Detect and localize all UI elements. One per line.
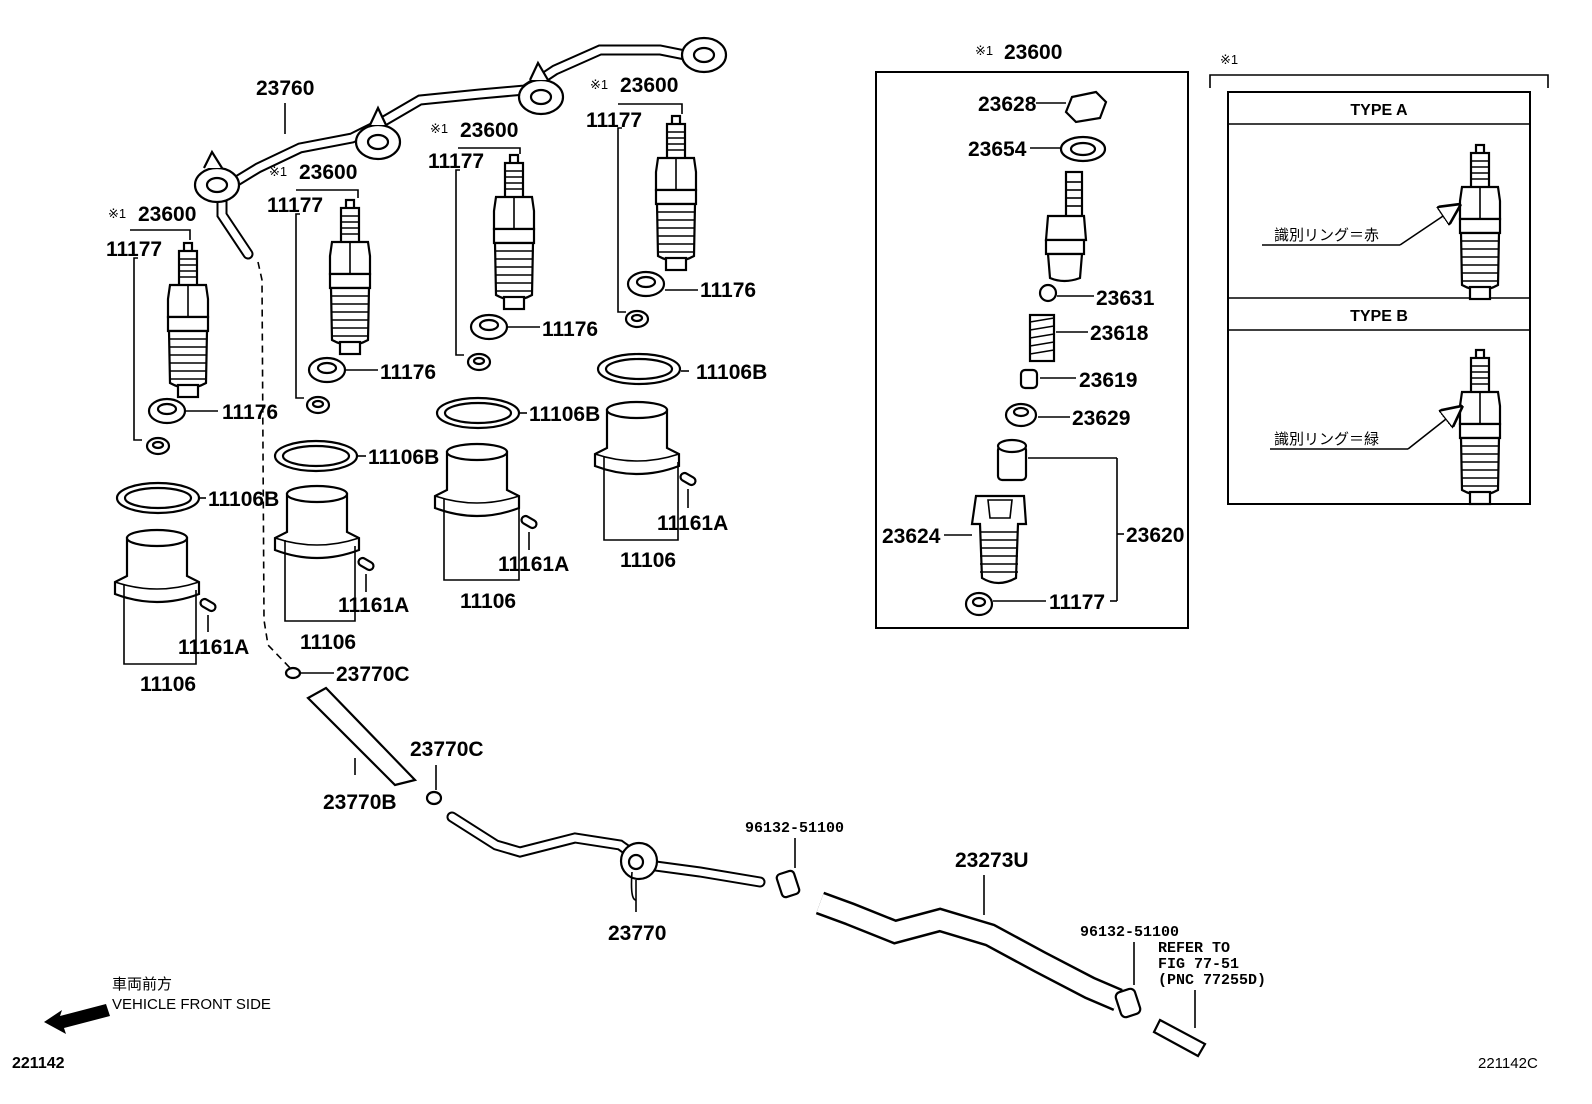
label-11176-2: 11176 bbox=[380, 361, 436, 384]
injector-set-2 bbox=[273, 189, 378, 622]
label-11177-detail: 11177 bbox=[1049, 591, 1105, 614]
type-star: ※1 bbox=[1220, 52, 1238, 67]
label-11106-2: 11106 bbox=[300, 631, 356, 654]
label-11106-1: 11106 bbox=[140, 673, 196, 696]
vehicle-front-arrow-icon bbox=[44, 1004, 110, 1034]
star-marker: ※1 bbox=[269, 164, 287, 179]
front-label-en: VEHICLE FRONT SIDE bbox=[112, 996, 271, 1013]
type-b-note: 識別リング＝緑 bbox=[1274, 431, 1379, 448]
label-11106b-3: 11106B bbox=[529, 403, 600, 426]
leakoff-hoses bbox=[284, 666, 1207, 1058]
star-marker: ※1 bbox=[108, 206, 126, 221]
label-23770c-1: 23770C bbox=[336, 663, 410, 686]
label-23628: 23628 bbox=[978, 93, 1037, 116]
label-23619: 23619 bbox=[1079, 369, 1137, 392]
label-96132-1: 96132-51100 bbox=[745, 820, 844, 837]
label-11176-1: 11176 bbox=[222, 401, 278, 424]
detail-title: 23600 bbox=[1004, 41, 1062, 64]
injector-set-3 bbox=[433, 147, 540, 581]
label-23760: 23760 bbox=[256, 77, 314, 100]
injector-set-1 bbox=[113, 229, 219, 665]
figure-code-left: 221142 bbox=[12, 1055, 65, 1072]
detail-exploded-parts bbox=[944, 90, 1124, 617]
label-23629: 23629 bbox=[1072, 407, 1130, 430]
label-23618: 23618 bbox=[1090, 322, 1149, 345]
label-11161a-2: 11161A bbox=[338, 594, 409, 617]
type-a-heading: TYPE A bbox=[1350, 102, 1408, 119]
label-23600-3: 23600 bbox=[460, 119, 518, 142]
label-23620: 23620 bbox=[1126, 524, 1184, 547]
refer-line-3: (PNC 77255D) bbox=[1158, 972, 1266, 989]
type-a-note: 識別リング＝赤 bbox=[1274, 227, 1379, 244]
detail-star: ※1 bbox=[975, 43, 993, 58]
refer-line-1: REFER TO bbox=[1158, 940, 1230, 957]
label-23600-2: 23600 bbox=[299, 161, 357, 184]
label-11106b-4: 11106B bbox=[696, 361, 767, 384]
label-23770b: 23770B bbox=[323, 791, 397, 814]
type-a-injector bbox=[1262, 143, 1502, 301]
label-11177-4: 11177 bbox=[586, 109, 642, 132]
label-11177-2: 11177 bbox=[267, 194, 323, 217]
detail-box bbox=[875, 71, 1189, 629]
label-11106b-1: 11106B bbox=[208, 488, 279, 511]
label-23770: 23770 bbox=[608, 922, 666, 945]
injection-pipe-23760 bbox=[193, 36, 728, 671]
label-23770c-2: 23770C bbox=[410, 738, 484, 761]
refer-line-2: FIG 77-51 bbox=[1158, 956, 1239, 973]
label-11176-4: 11176 bbox=[700, 279, 756, 302]
type-b-heading: TYPE B bbox=[1350, 308, 1408, 325]
star-marker: ※1 bbox=[430, 121, 448, 136]
label-11176-3: 11176 bbox=[542, 318, 598, 341]
injector-set-4 bbox=[593, 103, 699, 541]
figure-code-right: 221142C bbox=[1478, 1055, 1538, 1072]
label-11106b-2: 11106B bbox=[368, 446, 439, 469]
label-11106-4: 11106 bbox=[620, 549, 676, 572]
label-11106-3: 11106 bbox=[460, 590, 516, 613]
label-23654: 23654 bbox=[968, 138, 1027, 161]
label-11161a-1: 11161A bbox=[178, 636, 249, 659]
label-23273u: 23273U bbox=[955, 849, 1029, 872]
label-11161a-3: 11161A bbox=[498, 553, 569, 576]
star-marker: ※1 bbox=[590, 77, 608, 92]
type-b-injector bbox=[1270, 348, 1502, 506]
label-96132-2: 96132-51100 bbox=[1080, 924, 1179, 941]
label-23600-1: 23600 bbox=[138, 203, 196, 226]
label-11177-1: 11177 bbox=[106, 238, 162, 261]
label-11161a-4: 11161A bbox=[657, 512, 728, 535]
label-23624: 23624 bbox=[882, 525, 941, 548]
label-23600-4: 23600 bbox=[620, 74, 678, 97]
label-23631: 23631 bbox=[1096, 287, 1155, 310]
front-label-ja: 車両前方 bbox=[112, 976, 172, 993]
label-11177-3: 11177 bbox=[428, 150, 484, 173]
